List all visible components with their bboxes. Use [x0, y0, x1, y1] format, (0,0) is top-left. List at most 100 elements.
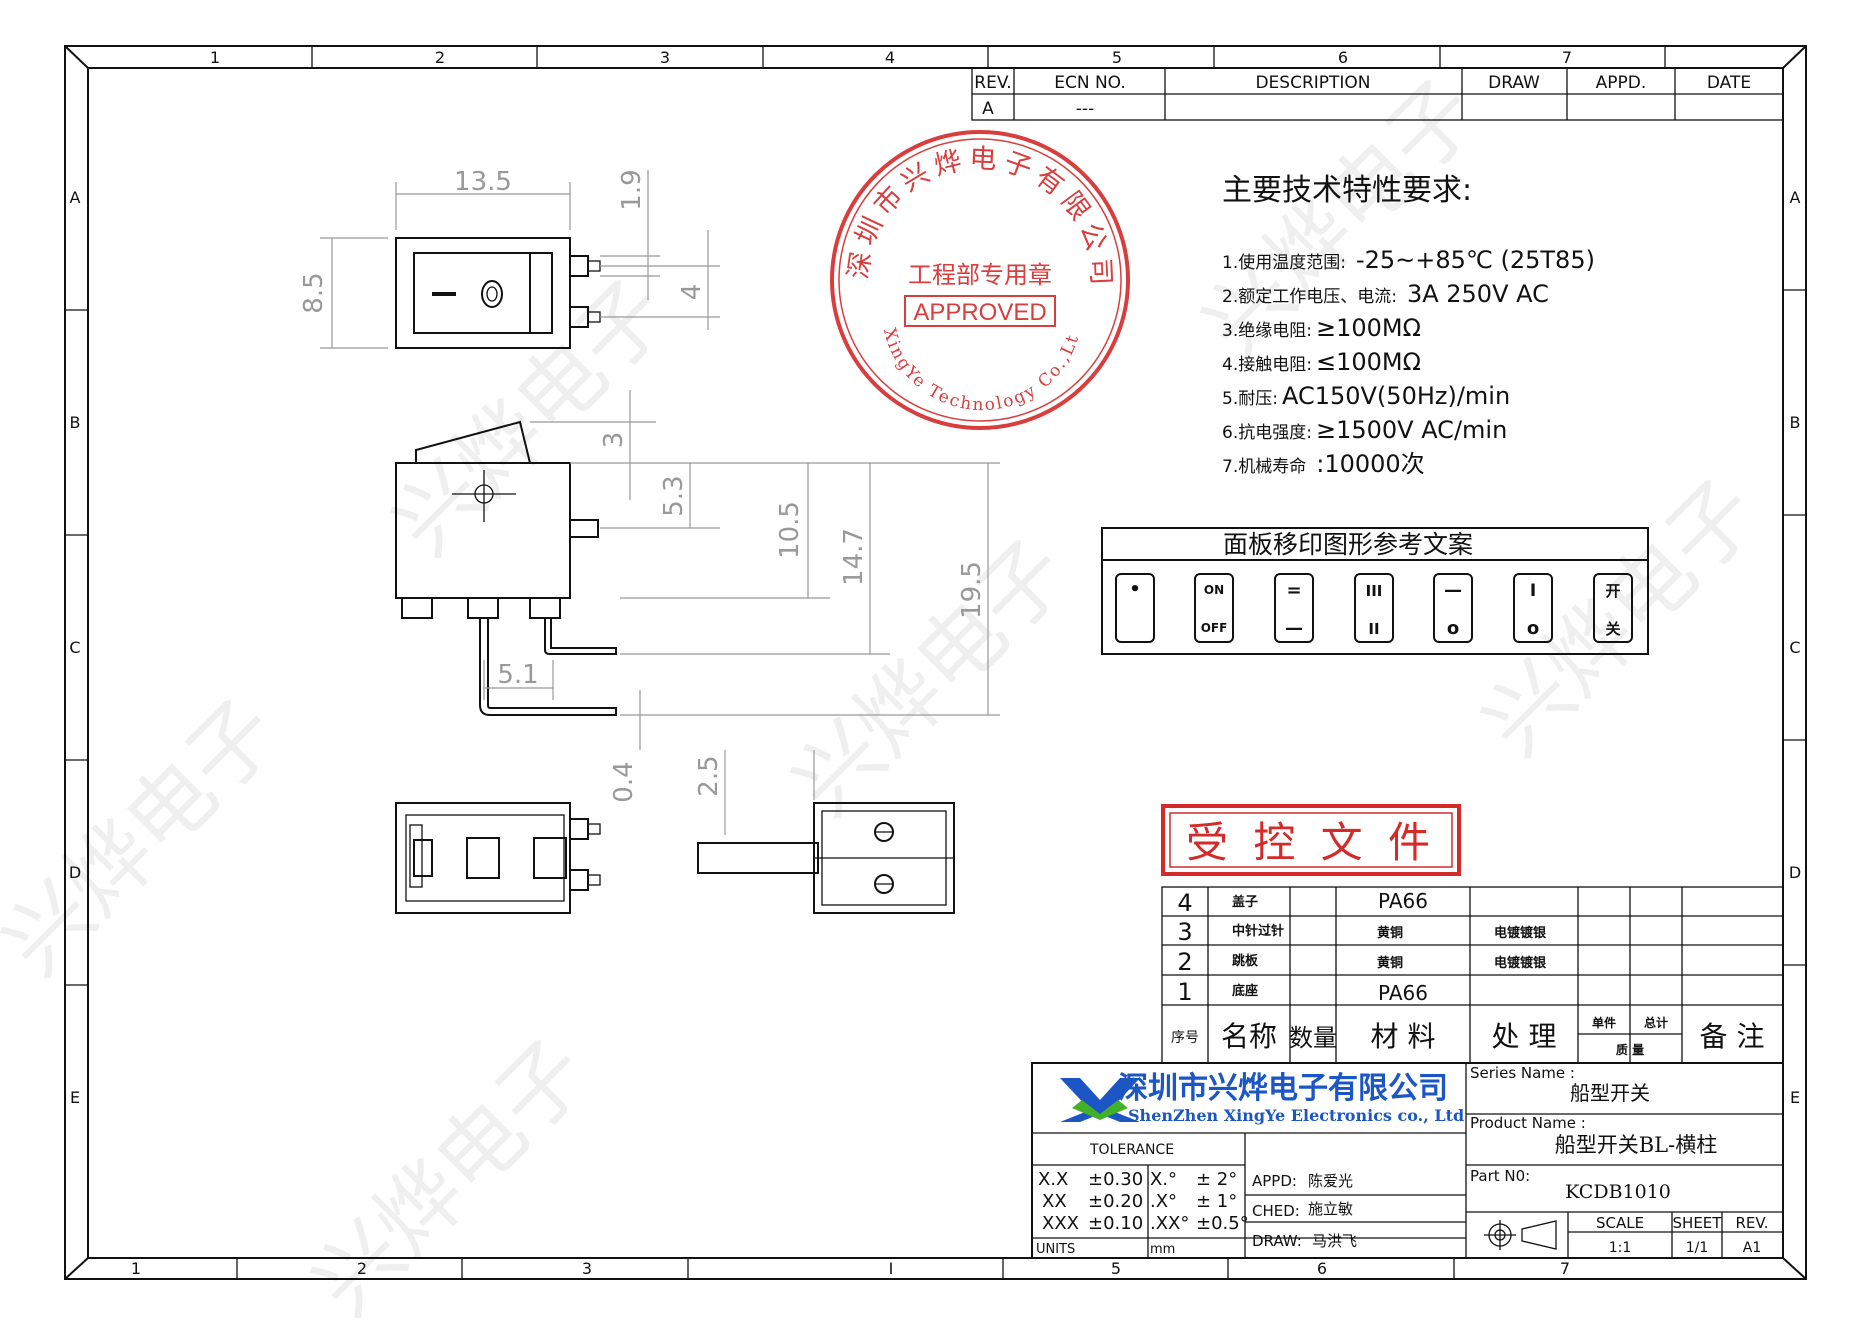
rocker-symbol — [1433, 573, 1473, 643]
end-view: 2.5 — [694, 750, 955, 914]
col-label: 5 — [1111, 1259, 1121, 1278]
symbol-bottom: II — [1368, 620, 1379, 638]
bom-no: 3 — [1177, 918, 1192, 946]
projection-symbol-icon — [1484, 1220, 1557, 1250]
bom-material: PA66 — [1378, 981, 1428, 1005]
company-name-en: ShenZhen XingYe Electronics co., Ltd — [1128, 1106, 1464, 1125]
tol-cell: ± 2° — [1196, 1169, 1237, 1190]
symbol-top: ON — [1204, 583, 1224, 597]
title-block: 深圳市兴烨电子有限公司 ShenZhen XingYe Electronics … — [1031, 1062, 1784, 1259]
tol-cell: X.° — [1150, 1169, 1177, 1190]
bom-header-unit: 单件 — [1592, 1015, 1616, 1030]
stamp-approved: APPROVED — [913, 299, 1046, 326]
controlled-text: 受 控 文 件 — [1186, 818, 1436, 867]
col-label: 7 — [1560, 1259, 1570, 1278]
rev-value: A — [982, 99, 994, 119]
row-label: A — [70, 188, 81, 207]
row-label: D — [69, 863, 81, 882]
product-value: 船型开关BL-横柱 — [1555, 1133, 1717, 1157]
bom-name: 中针过针 — [1232, 923, 1284, 939]
bom-treatment: 电镀镀银 — [1494, 955, 1547, 971]
bom-header-remark: 备 注 — [1700, 1020, 1765, 1053]
bom-header-weight: 质 量 — [1616, 1042, 1644, 1057]
description-header: DESCRIPTION — [1255, 73, 1370, 93]
tol-cell: ± 1° — [1196, 1191, 1237, 1212]
appd-header: APPD. — [1596, 73, 1647, 93]
rev-label: REV. — [1736, 1214, 1769, 1232]
dim-label: 14.7 — [839, 528, 869, 586]
row-label: C — [1789, 638, 1800, 657]
watermark-text: 兴烨电子 — [1464, 461, 1778, 775]
symbol-top: • — [1129, 579, 1141, 600]
watermark-text: 兴烨电子 — [774, 521, 1088, 835]
ched-label: CHED: — [1252, 1202, 1300, 1220]
sheet-label: SHEET — [1673, 1214, 1723, 1232]
bom-header-qty: 数量 — [1289, 1024, 1337, 1052]
spec-item: 6.抗电强度:≥1500V AC/min — [1222, 416, 1507, 444]
appd-value: 陈爱光 — [1308, 1172, 1353, 1190]
dim-label: 8.5 — [299, 272, 329, 313]
bom-header-material: 材 料 — [1371, 1020, 1436, 1053]
col-label: I — [889, 1259, 894, 1278]
bom-no: 2 — [1177, 948, 1192, 976]
part-value: KCDB1010 — [1565, 1181, 1671, 1203]
watermark-text: 兴烨电子 — [0, 681, 298, 995]
dim-label: 2.5 — [694, 755, 724, 796]
company-logo-icon — [1060, 1078, 1140, 1122]
stamp-dept: 工程部专用章 — [908, 261, 1052, 289]
dim-label: 10.5 — [775, 501, 805, 559]
revision-table: REV. ECN NO. DESCRIPTION DRAW APPD. DATE… — [971, 67, 1784, 121]
tol-cell: ±0.20 — [1088, 1191, 1143, 1212]
dim-label: 1.9 — [617, 169, 647, 210]
bom-header-total: 总计 — [1644, 1015, 1668, 1030]
company-name-cn: 深圳市兴烨电子有限公司 — [1118, 1071, 1448, 1106]
series-label: Series Name : — [1470, 1064, 1575, 1082]
row-label: B — [70, 413, 81, 432]
panel-reference: 面板移印图形参考文案 • ON OFF = — III II — o I o 开 — [1101, 527, 1649, 655]
col-label: 3 — [582, 1259, 592, 1278]
rocker-symbol — [1593, 573, 1633, 643]
bom-table: 4 3 2 1 盖子 中针过针 跳板 底座 PA66 黄铜 黄铜 PA66 电镀… — [1161, 886, 1784, 1064]
draw-value: 马洪飞 — [1312, 1232, 1357, 1250]
dim-label: 4 — [677, 284, 707, 301]
symbol-bottom: o — [1527, 618, 1539, 639]
units-label: UNITS — [1036, 1242, 1075, 1257]
tol-cell: ±0.30 — [1088, 1169, 1143, 1190]
date-header: DATE — [1707, 73, 1751, 93]
symbol-top: = — [1286, 580, 1301, 601]
col-label: 4 — [885, 48, 895, 67]
bom-material: 黄铜 — [1377, 925, 1403, 941]
rev-header: REV. — [974, 73, 1011, 93]
spec-item: 1.使用温度范围:-25~+85℃ (25T85) — [1222, 246, 1595, 274]
watermark-text: 兴烨电子 — [294, 1021, 608, 1322]
part-label: Part N0: — [1470, 1167, 1530, 1185]
row-label: B — [1790, 413, 1801, 432]
rocker-symbol — [1115, 573, 1155, 643]
bottom-view — [395, 802, 601, 914]
rocker-symbol — [1274, 573, 1314, 643]
row-label: D — [1789, 863, 1801, 882]
spec-item: 2.额定工作电压、电流:3A 250V AC — [1222, 280, 1549, 308]
row-label: A — [1790, 188, 1801, 207]
row-label: C — [69, 638, 80, 657]
bom-header-no: 序号 — [1171, 1030, 1199, 1046]
symbol-top: I — [1530, 581, 1536, 601]
ched-value: 施立敏 — [1308, 1200, 1353, 1218]
side-view: 3 5.3 10.5 14.7 19.5 5.1 0.4 — [395, 390, 1000, 803]
dim-label: 5.3 — [659, 475, 689, 516]
rocker-symbol — [1194, 573, 1234, 643]
series-value: 船型开关 — [1570, 1081, 1650, 1105]
bom-no: 1 — [1177, 978, 1192, 1006]
tol-cell: XXX — [1042, 1213, 1079, 1234]
col-label: 6 — [1338, 48, 1348, 67]
tol-cell: XX — [1042, 1191, 1067, 1212]
bom-no: 4 — [1177, 889, 1192, 917]
col-label: 3 — [660, 48, 670, 67]
spec-item: 4.接触电阻:≤100MΩ — [1222, 348, 1421, 376]
bom-name: 跳板 — [1232, 953, 1259, 969]
units-value: mm — [1150, 1242, 1175, 1257]
row-label: E — [1790, 1088, 1800, 1107]
tol-cell: .X° — [1150, 1191, 1177, 1212]
rocker-symbol — [1354, 573, 1394, 643]
